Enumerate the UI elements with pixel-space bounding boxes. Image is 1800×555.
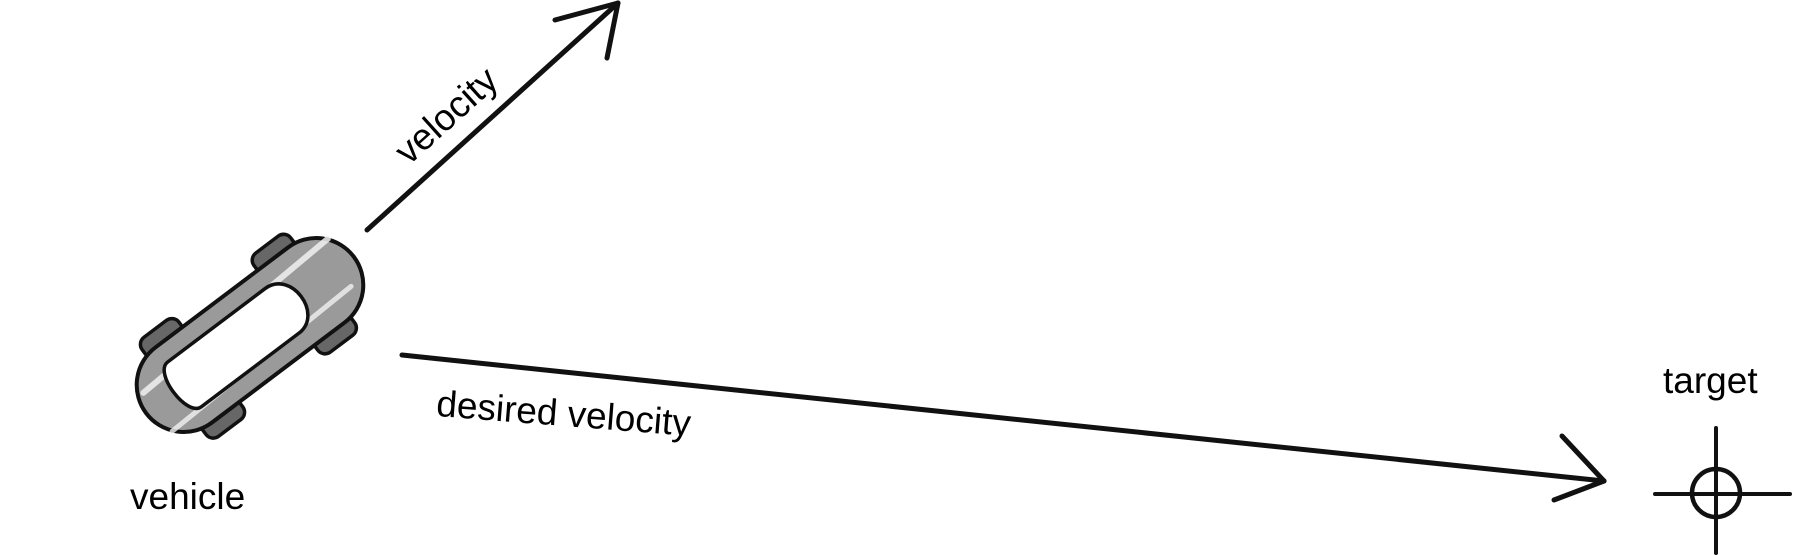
target-label: target [1663,360,1758,401]
desired-velocity-arrow [399,352,1607,503]
vehicle-label: vehicle [130,476,246,517]
target-crosshair-icon [1653,426,1792,555]
velocity-arrow [364,0,621,233]
vehicle-cabin [162,282,310,411]
vehicle-icon [134,232,366,440]
